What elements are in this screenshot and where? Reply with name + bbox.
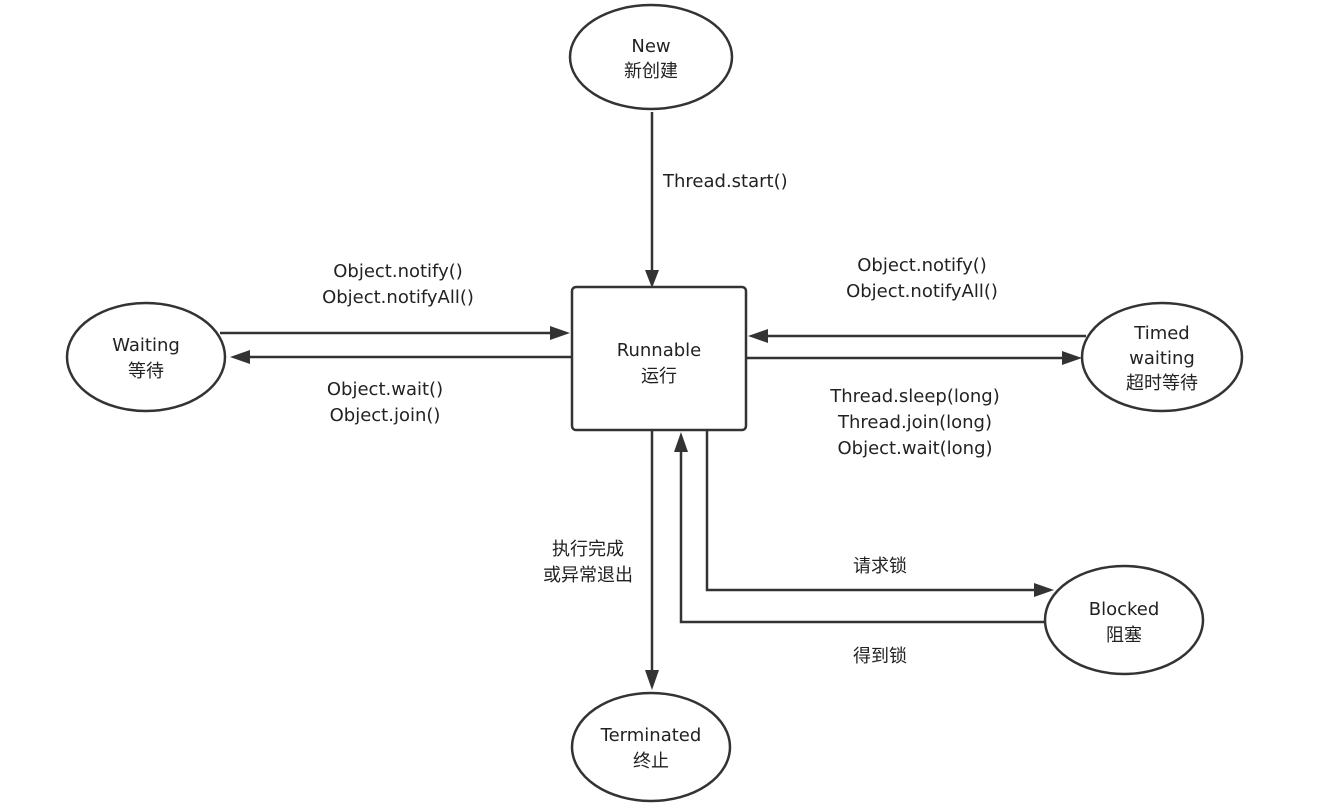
edge-label-runnable-to-blocked: 请求锁 — [853, 556, 907, 577]
edge-runnable-to-waiting — [230, 350, 572, 364]
edge-label-runnable-to-waiting-1: Object.wait() — [327, 379, 443, 400]
node-blocked-label: Blocked — [1089, 599, 1160, 620]
node-new: New 新创建 — [568, 3, 734, 111]
edge-label-runnable-to-terminated-1: 执行完成 — [552, 539, 624, 560]
edge-label-timed-to-runnable-1: Object.notify() — [857, 255, 987, 276]
edge-label-runnable-to-terminated-2: 或异常退出 — [543, 565, 633, 586]
edge-label-runnable-to-timed-2: Thread.join(long) — [837, 412, 992, 433]
edge-label-blocked-to-runnable: 得到锁 — [853, 646, 907, 667]
node-new-sublabel: 新创建 — [624, 61, 678, 82]
node-runnable-label: Runnable — [617, 340, 701, 361]
node-blocked: Blocked 阻塞 — [1043, 564, 1205, 676]
node-terminated: Terminated 终止 — [570, 691, 732, 803]
node-new-label: New — [631, 36, 670, 57]
node-waiting-sublabel: 等待 — [128, 361, 164, 382]
edge-runnable-to-terminated — [645, 430, 659, 690]
node-waiting-label: Waiting — [112, 335, 180, 356]
edge-timed-to-runnable — [748, 329, 1086, 343]
node-timed-waiting: Timed waiting 超时等待 — [1080, 301, 1244, 413]
edge-blocked-to-runnable — [674, 432, 1046, 624]
edge-label-start: Thread.start() — [662, 171, 788, 192]
edge-waiting-to-runnable — [220, 326, 570, 340]
edge-label-runnable-to-timed-1: Thread.sleep(long) — [829, 386, 1000, 407]
node-blocked-sublabel: 阻塞 — [1106, 625, 1142, 646]
node-terminated-label: Terminated — [600, 725, 702, 746]
edge-new-to-runnable — [645, 112, 659, 288]
edge-label-waiting-to-runnable-2: Object.notifyAll() — [322, 287, 474, 308]
node-runnable-sublabel: 运行 — [641, 366, 677, 387]
node-waiting: Waiting 等待 — [65, 301, 227, 413]
edge-runnable-to-blocked — [705, 430, 1054, 597]
edge-runnable-to-timed — [746, 351, 1082, 365]
node-timed-waiting-sublabel: 超时等待 — [1126, 373, 1198, 394]
node-terminated-sublabel: 终止 — [633, 751, 669, 772]
node-timed-waiting-label-2: waiting — [1129, 348, 1195, 369]
edge-label-timed-to-runnable-2: Object.notifyAll() — [846, 281, 998, 302]
edge-label-runnable-to-waiting-2: Object.join() — [330, 405, 441, 426]
node-timed-waiting-label: Timed — [1133, 323, 1189, 344]
node-runnable: Runnable 运行 — [570, 285, 748, 432]
edge-label-runnable-to-timed-3: Object.wait(long) — [837, 438, 992, 459]
edge-label-waiting-to-runnable-1: Object.notify() — [333, 261, 463, 282]
